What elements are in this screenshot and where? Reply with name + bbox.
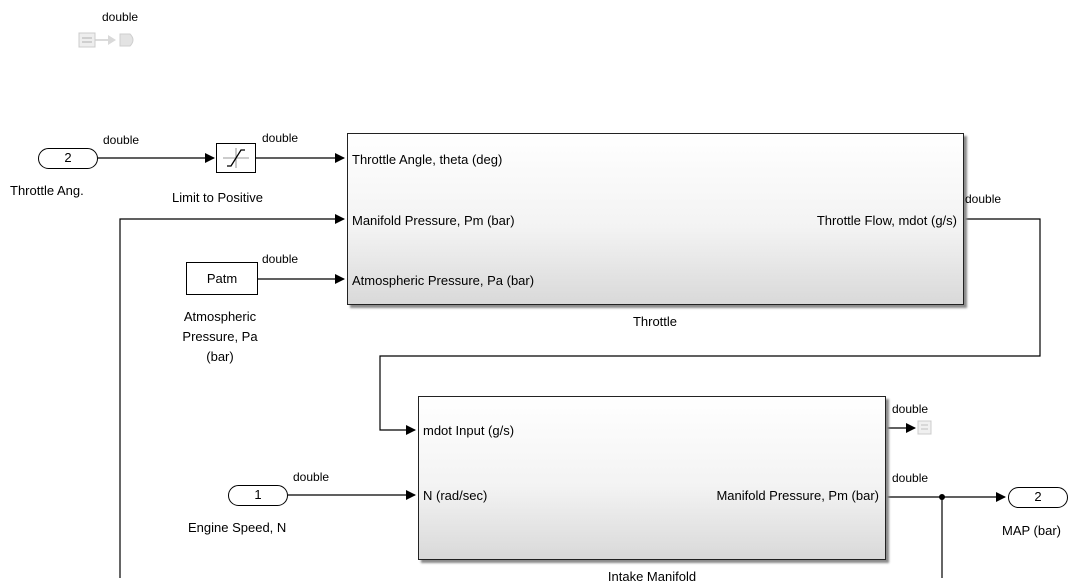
throttle-input-port-label: Throttle Angle, theta (deg) <box>352 152 503 167</box>
throttle-subsystem[interactable]: Throttle Angle, theta (deg) Manifold Pre… <box>347 133 964 305</box>
constant-name-line: Pressure, Pa <box>182 329 258 344</box>
intake-manifold-subsystem[interactable]: mdot Input (g/s) N (rad/sec) Manifold Pr… <box>418 396 886 560</box>
signal-dtype-label: double <box>103 133 140 147</box>
inport-throttle-ang[interactable]: 2 <box>38 148 98 169</box>
signal-dtype-label: double <box>892 402 929 416</box>
saturation-name-label: Limit to Positive <box>172 190 264 205</box>
constant-block-patm[interactable]: Patm <box>186 262 258 295</box>
constant-value: Patm <box>206 271 238 286</box>
faded-signal-icon <box>78 32 134 48</box>
top-signal-dtype: double <box>102 10 139 24</box>
wire-manifold-feedback <box>119 214 345 578</box>
constant-name-label: Atmospheric Pressure, Pa (bar) <box>150 307 290 367</box>
inport-engine-speed[interactable]: 1 <box>228 485 288 506</box>
signal-dtype-label: double <box>293 470 330 484</box>
constant-name-line: (bar) <box>206 349 234 364</box>
branch-point <box>939 494 945 500</box>
constant-name-line: Atmospheric <box>183 309 257 324</box>
throttle-name-label: Throttle <box>632 314 678 329</box>
throttle-output-port-label: Throttle Flow, mdot (g/s) <box>816 213 957 228</box>
signal-dtype-label: double <box>892 471 929 485</box>
signal-dtype-label: double <box>965 192 1002 206</box>
intake-input-port-label: N (rad/sec) <box>423 488 488 503</box>
outport-name-label: MAP (bar) <box>1002 523 1061 538</box>
saturation-block[interactable] <box>216 143 256 173</box>
throttle-input-port-label: Atmospheric Pressure, Pa (bar) <box>352 273 535 288</box>
wire-mdot <box>379 218 1041 435</box>
inport-name-label: Throttle Ang. <box>10 183 84 198</box>
signal-dtype-label: double <box>262 252 299 266</box>
throttle-input-port-label: Manifold Pressure, Pm (bar) <box>352 213 515 228</box>
intake-name-label: Intake Manifold <box>607 569 697 584</box>
terminator-icon[interactable] <box>917 420 933 436</box>
intake-output-port-label: Manifold Pressure, Pm (bar) <box>716 488 879 503</box>
saturation-icon <box>223 148 249 168</box>
inport-number: 1 <box>254 487 262 502</box>
inport-name-label: Engine Speed, N <box>188 520 287 535</box>
outport-number: 2 <box>1034 489 1042 504</box>
inport-number: 2 <box>64 150 72 165</box>
outport-map[interactable]: 2 <box>1008 487 1068 508</box>
signal-dtype-label: double <box>262 131 299 145</box>
intake-input-port-label: mdot Input (g/s) <box>423 423 515 438</box>
